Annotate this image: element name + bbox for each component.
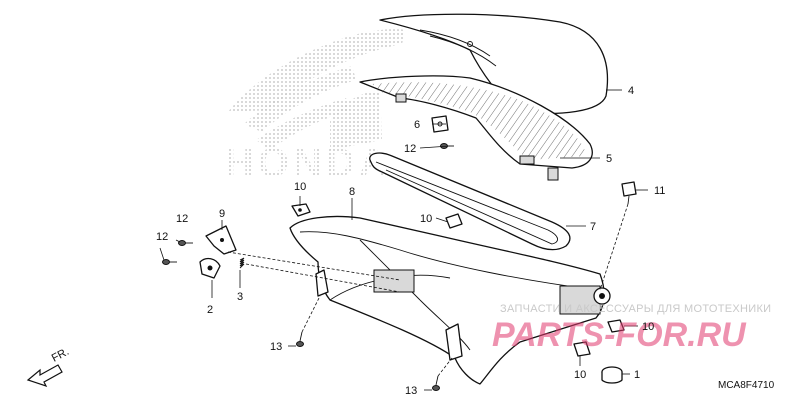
callout-13-a: 13 bbox=[270, 341, 282, 353]
callout-10-lower: 10 bbox=[574, 369, 586, 381]
callout-1: 1 bbox=[634, 369, 640, 381]
part-3-spring bbox=[239, 257, 245, 269]
part-1-grommet bbox=[601, 366, 623, 384]
callout-4: 4 bbox=[628, 85, 634, 97]
part-12-screw-left-b bbox=[162, 259, 177, 265]
callout-12-left-a: 12 bbox=[176, 213, 188, 225]
callout-9: 9 bbox=[219, 208, 225, 220]
shop-watermark-large: PARTS-FOR.RU bbox=[492, 316, 747, 354]
part-9-latch bbox=[205, 225, 237, 255]
callout-7: 7 bbox=[590, 221, 596, 233]
callout-10-mid: 10 bbox=[420, 213, 432, 225]
part-5-inner-lid bbox=[359, 75, 593, 181]
part-7-seal bbox=[369, 152, 571, 251]
part-2-knob bbox=[199, 257, 221, 279]
honda-logo-watermark: HONDA bbox=[225, 29, 405, 185]
part-11-bolt bbox=[621, 181, 637, 205]
part-8-storage-box bbox=[289, 215, 611, 385]
part-10-clip-mid bbox=[445, 213, 463, 229]
honda-wordmark: HONDA bbox=[225, 141, 392, 185]
callout-5: 5 bbox=[606, 153, 612, 165]
callout-8: 8 bbox=[349, 186, 355, 198]
callout-labels: 4 6 5 12 10 11 8 10 7 9 12 12 3 2 10 13 … bbox=[156, 85, 665, 397]
callout-6: 6 bbox=[414, 119, 420, 131]
part-13-screw-a bbox=[296, 331, 304, 347]
part-10-clip-lower bbox=[573, 341, 591, 357]
part-13-screw-b bbox=[432, 375, 440, 391]
front-direction-arrow: FR. bbox=[26, 346, 71, 388]
callout-12-top: 12 bbox=[404, 143, 416, 155]
shop-watermark-small: ЗАПЧАСТИ И АКСЕССУАРЫ ДЛЯ МОТОТЕХНИКИ bbox=[500, 303, 771, 315]
callout-10-lower-right: 10 bbox=[642, 321, 654, 333]
front-direction-label: FR. bbox=[50, 346, 71, 365]
callout-13-b: 13 bbox=[405, 385, 417, 397]
callout-10-upper: 10 bbox=[294, 181, 306, 193]
part-10-clip-lower-right bbox=[607, 319, 625, 333]
callout-12-left-b: 12 bbox=[156, 231, 168, 243]
part-4-cover bbox=[379, 13, 609, 115]
document-code: MCA8F4710 bbox=[718, 380, 775, 391]
part-12-screw-left-a bbox=[178, 240, 193, 246]
callout-3: 3 bbox=[237, 291, 243, 303]
leader-lines bbox=[159, 89, 648, 391]
part-10-clip-upper bbox=[291, 203, 311, 217]
callout-2: 2 bbox=[207, 304, 213, 316]
callout-11: 11 bbox=[654, 185, 665, 197]
